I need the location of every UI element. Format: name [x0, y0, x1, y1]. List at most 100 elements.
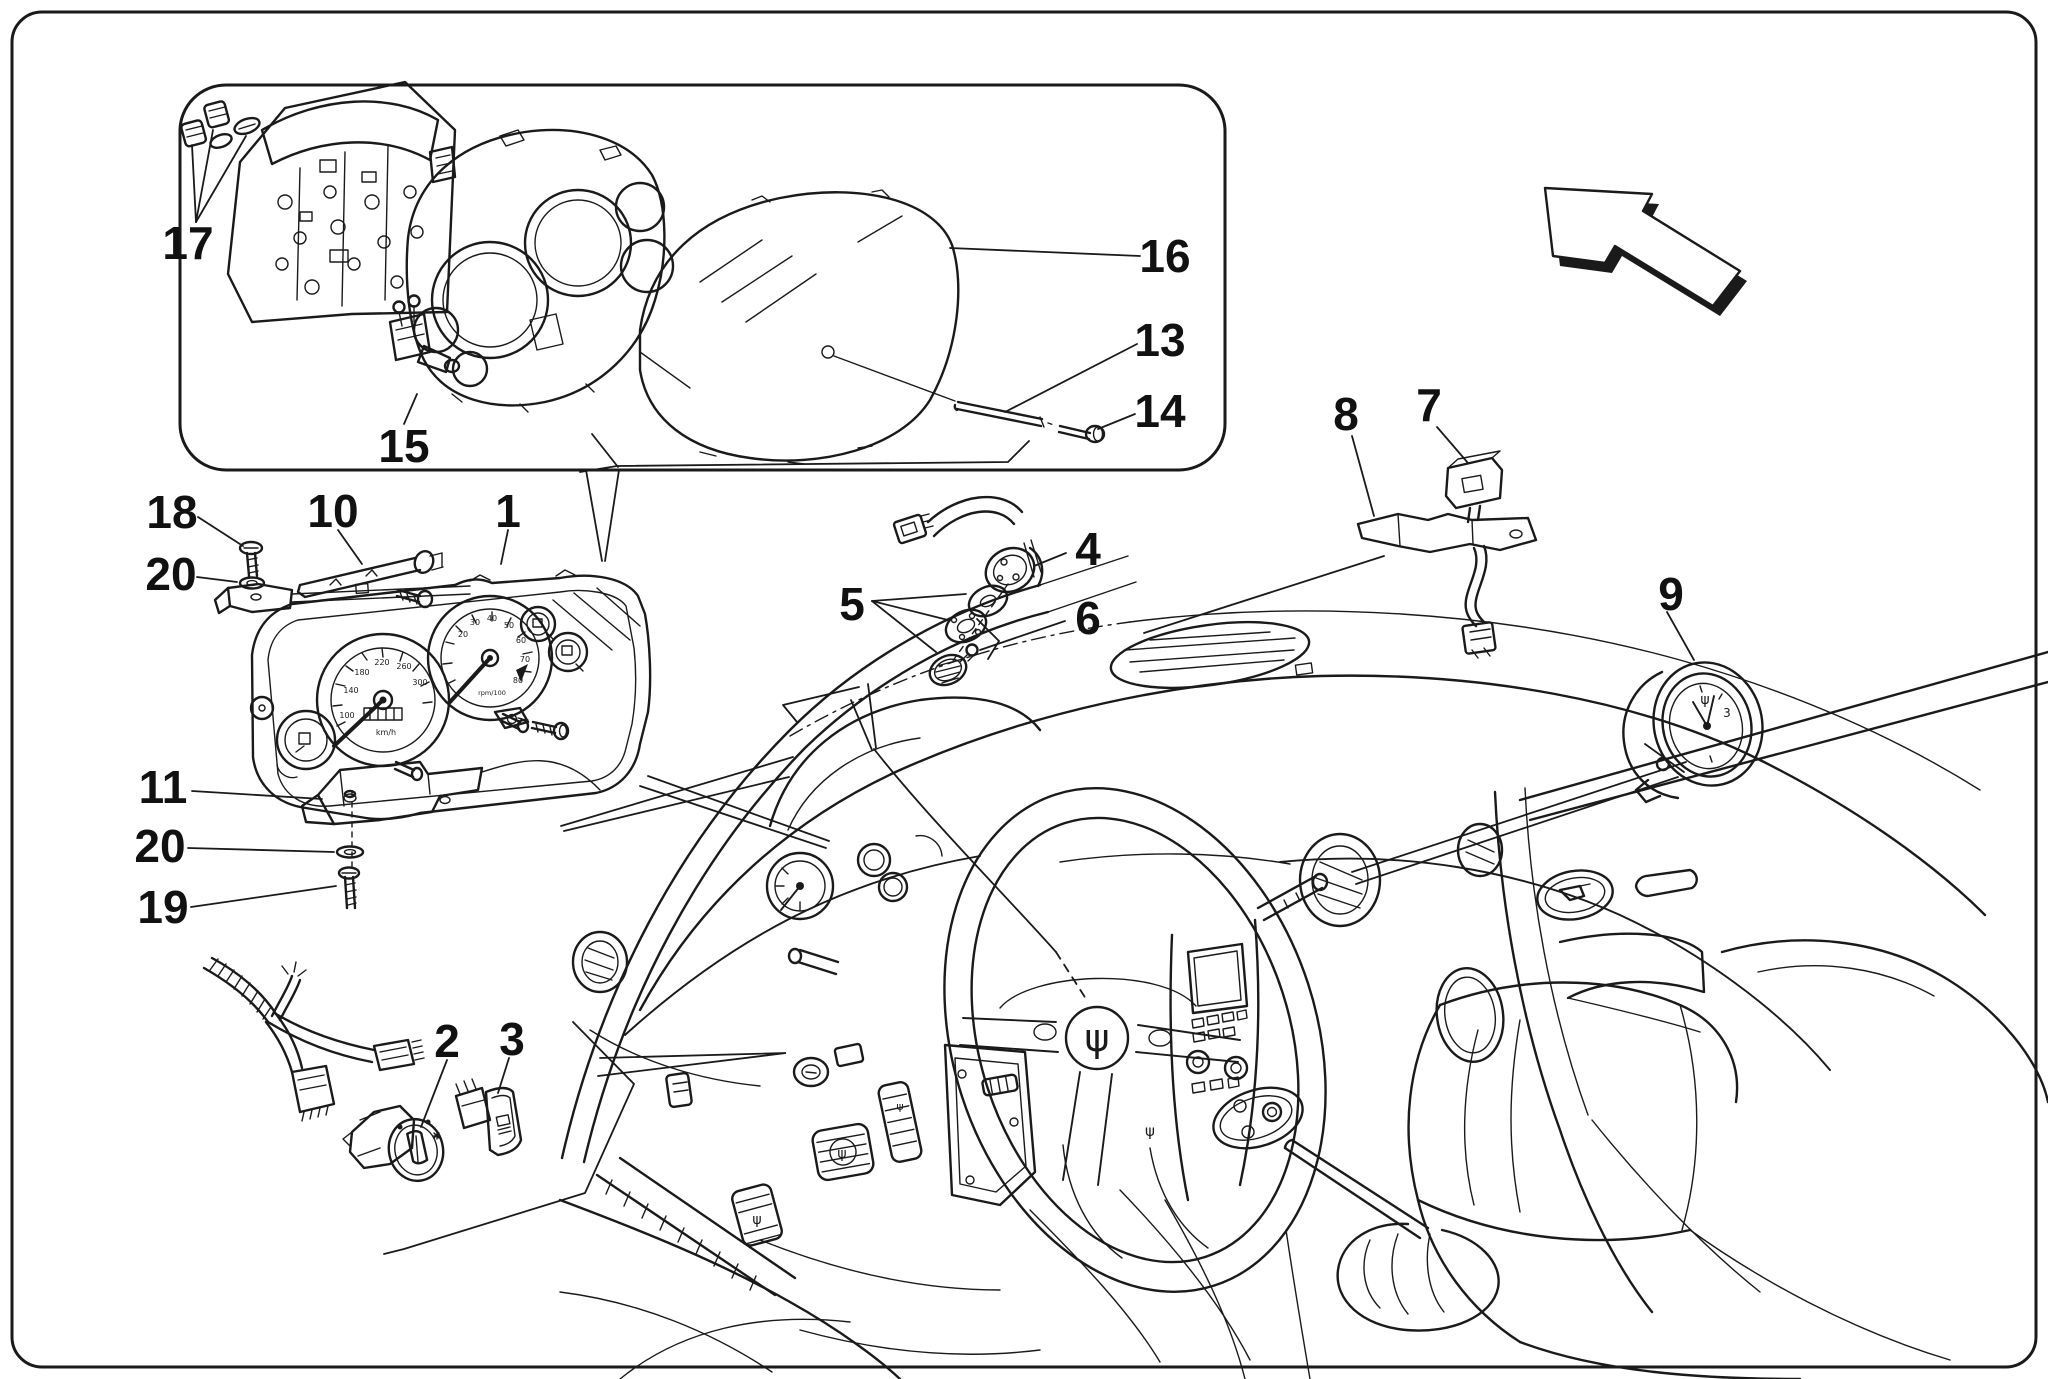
- cluster-lens-16: [638, 189, 960, 465]
- gauge-annotation: 3: [1723, 706, 1731, 720]
- callout-label-9: 9: [1658, 568, 1684, 620]
- washer-20-lower: [335, 845, 365, 859]
- gauge-annotation: 30: [470, 618, 480, 627]
- callout-label-5: 5: [839, 578, 865, 630]
- wiper-stalk: [1256, 872, 1329, 922]
- callout-label-3: 3: [499, 1013, 525, 1065]
- callout-leader-2: [420, 1059, 448, 1128]
- handbrake: [1283, 1138, 1500, 1332]
- lens-screws-13-14: [953, 400, 1106, 444]
- callout-leader-18: [197, 516, 244, 547]
- maserati-trident-icon: ψ: [752, 1212, 761, 1228]
- callout-leader-5: [871, 600, 937, 653]
- callout-label-20: 20: [134, 820, 185, 872]
- accelerator-pedal: [877, 1081, 923, 1163]
- callout-label-13: 13: [1134, 314, 1185, 366]
- callout-label-10: 10: [307, 485, 358, 537]
- direction-arrow: [1543, 186, 1747, 316]
- callout-label-16: 16: [1139, 230, 1190, 282]
- dashboard: [571, 610, 1987, 1109]
- clock-9: [1622, 661, 1764, 804]
- inset-panel: [178, 80, 1227, 472]
- gauge-annotation: 80: [513, 676, 523, 685]
- callout-leader-11: [191, 790, 323, 800]
- gauge-mask: [405, 128, 675, 413]
- maserati-trident-icon: ψ: [1145, 1122, 1155, 1140]
- callout-leader-5: [871, 600, 949, 621]
- headlight-switch-2: [342, 1104, 445, 1183]
- callout-leader-13: [1004, 343, 1138, 413]
- gauge-annotation: 300: [412, 678, 427, 687]
- callout-leader-9: [1666, 611, 1695, 661]
- callout-leader-1: [500, 529, 509, 565]
- switch-3: [454, 1078, 523, 1157]
- tachometer-ticks: [442, 611, 533, 685]
- bulb-holder-15: [388, 294, 461, 374]
- footrest: [981, 1073, 1019, 1097]
- callout-leader-17: [191, 144, 197, 223]
- callout-label-18: 18: [146, 486, 197, 538]
- sensor-assembly-4-5-6: [892, 495, 1044, 687]
- a-pillar: [560, 555, 1137, 1164]
- gauge-annotation: 220: [374, 658, 389, 667]
- callout-leader-17: [195, 129, 214, 223]
- maserati-trident-icon: ψ: [896, 1100, 903, 1113]
- icon-layer: ψ ψ ψ ψ ψ ψ: [752, 692, 1709, 1228]
- callout-leader-10: [337, 529, 363, 565]
- callout-label-8: 8: [1333, 388, 1359, 440]
- seats: [558, 939, 2048, 1379]
- gauge-annotation: 70: [520, 655, 530, 664]
- bulb-sockets-17: [180, 100, 261, 149]
- gauge-annotation: rpm/100: [478, 689, 506, 697]
- callout-leader-4: [1033, 552, 1067, 567]
- gauge-annotation: 140: [343, 686, 358, 695]
- callout-label-14: 14: [1134, 385, 1186, 437]
- maserati-trident-icon: ψ: [1084, 1016, 1109, 1060]
- callout-leader-15: [403, 393, 418, 425]
- callout-leader-3: [497, 1057, 510, 1094]
- callout-label-6: 6: [1075, 592, 1101, 644]
- callout-label-17: 17: [162, 217, 213, 269]
- pedals-and-floor: [595, 1043, 1251, 1363]
- radio-buttons: [1191, 1009, 1248, 1043]
- screw-18: [238, 540, 264, 578]
- callout-leader-5: [871, 593, 967, 602]
- wiring-harness: [202, 956, 425, 1122]
- callout-leader-19: [190, 885, 337, 908]
- switch-assembly-7-8: [1356, 450, 1538, 659]
- car-interior: [558, 555, 2048, 1379]
- callout-leader-8: [1351, 435, 1375, 517]
- callout-leader-20: [196, 576, 238, 583]
- callout-leader-6: [979, 620, 1066, 651]
- gauge-annotation: 260: [396, 662, 411, 671]
- callout-label-1: 1: [495, 485, 521, 537]
- instrument-binnacle: [765, 696, 1042, 921]
- cluster-assembly: [213, 540, 652, 910]
- hvac-buttons: [1191, 1076, 1240, 1094]
- callout-leader-17: [195, 135, 247, 223]
- gauge-annotation: 40: [487, 614, 497, 623]
- gauge-annotation: 180: [354, 668, 369, 677]
- callout-label-15: 15: [378, 420, 429, 472]
- callout-leader-14: [1097, 413, 1136, 430]
- indicator-stalk: [787, 947, 840, 976]
- callout-leader-16: [949, 247, 1141, 257]
- brake-pedal: [811, 1122, 875, 1182]
- gauge-annotation: km/h: [376, 728, 396, 737]
- door-panel: [1435, 650, 2048, 1314]
- lower-bracket-11: [300, 760, 601, 869]
- callout-label-11: 11: [139, 761, 188, 813]
- maserati-trident-icon: ψ: [837, 1146, 846, 1162]
- cluster-body: [249, 569, 652, 821]
- callout-label-4: 4: [1075, 523, 1101, 575]
- callout-label-19: 19: [137, 881, 188, 933]
- screw-19: [337, 866, 361, 910]
- callout-label-2: 2: [434, 1015, 460, 1067]
- speedometer-ticks: [332, 647, 433, 727]
- maserati-trident-icon: ψ: [1700, 692, 1709, 708]
- callout-label-20: 20: [145, 548, 196, 600]
